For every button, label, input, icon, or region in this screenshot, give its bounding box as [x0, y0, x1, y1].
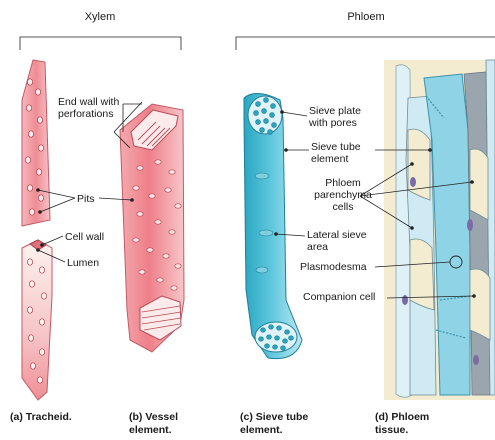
pit: [39, 349, 44, 355]
phloem-tissue: [384, 60, 495, 400]
sieve-pore: [283, 339, 288, 343]
sieve-pore: [262, 109, 267, 114]
vessel-element: [120, 104, 184, 352]
tracheid-lower: [22, 240, 52, 400]
pit: [25, 157, 30, 163]
sieve-pore: [289, 336, 294, 340]
sieve-pore: [277, 326, 282, 330]
label-end-wall-2: perforations: [58, 108, 113, 120]
label-sieve-plate-1: Sieve plate: [309, 105, 361, 117]
label-plasmodesma: Plasmodesma: [300, 261, 367, 273]
sieve-pore: [273, 345, 278, 349]
label-companion: Companion cell: [303, 291, 375, 303]
sieve-pore: [270, 113, 275, 118]
pit: [37, 117, 42, 123]
pit: [137, 212, 143, 216]
pit: [169, 230, 175, 234]
pit: [147, 248, 153, 252]
caption-c-1: (c) Sieve tube: [240, 411, 308, 423]
pit: [39, 319, 44, 325]
sieve-pore: [271, 104, 276, 109]
caption-c-2: element.: [240, 424, 283, 436]
pit: [169, 170, 175, 174]
pit: [163, 254, 169, 258]
label-end-wall-1: End wall with: [58, 96, 119, 108]
label-lateral-1: Lateral sieve: [307, 229, 367, 241]
pit: [36, 169, 41, 175]
caption-a: (a) Tracheid.: [10, 411, 72, 423]
pit: [157, 278, 163, 282]
sieve-pore: [285, 330, 290, 334]
pit: [35, 89, 40, 95]
tracheid-upper: [22, 60, 50, 226]
pit: [175, 204, 181, 208]
phloem-header: Phloem: [347, 11, 384, 23]
sieve-pore: [275, 336, 280, 340]
label-parenchyma-1: Phloem: [325, 177, 361, 189]
label-sieve-tube-2: element: [311, 153, 348, 165]
xylem-bracket: [20, 37, 181, 50]
pit: [28, 335, 33, 341]
pit: [133, 186, 139, 190]
pit: [27, 79, 32, 85]
pit: [155, 220, 161, 224]
sieve-pore: [264, 98, 269, 103]
label-cell-wall: Cell wall: [65, 231, 104, 243]
pit: [171, 286, 177, 290]
pit: [165, 188, 171, 192]
pit: [39, 267, 44, 273]
label-pits: Pits: [77, 193, 95, 205]
pit: [27, 185, 32, 191]
pit: [175, 264, 181, 268]
pit: [30, 363, 35, 369]
pit: [38, 195, 43, 201]
sieve-pore: [268, 130, 273, 135]
pit: [137, 166, 143, 170]
pit: [27, 259, 32, 265]
xylem-header: Xylem: [85, 11, 116, 23]
pit: [149, 194, 155, 198]
sieve-pore: [264, 119, 269, 124]
caption-d-2: tissue.: [375, 424, 408, 436]
label-lumen: Lumen: [67, 257, 99, 269]
sieve-pore: [256, 120, 261, 125]
sieve-tube-element: [244, 93, 302, 358]
label-parenchyma-2: parenchyma: [314, 189, 372, 201]
pit: [26, 105, 31, 111]
pit: [29, 281, 34, 287]
sieve-pore: [254, 111, 259, 116]
pit: [29, 209, 34, 215]
pit: [28, 131, 33, 137]
sieve-pore: [272, 123, 277, 128]
pit: [155, 160, 161, 164]
label-sieve-tube-1: Sieve tube: [311, 141, 361, 153]
sieve-pore: [260, 128, 265, 133]
label-parenchyma-3: cells: [332, 201, 353, 213]
sieve-pore: [281, 346, 286, 350]
label-lateral-2: area: [307, 241, 328, 253]
phloem-bracket: [236, 37, 495, 50]
sieve-pore: [261, 328, 266, 332]
pit: [41, 293, 46, 299]
caption-b-1: (b) Vessel: [129, 411, 178, 423]
sieve-pore: [259, 337, 264, 341]
caption-b-2: element.: [129, 424, 172, 436]
pit: [139, 270, 145, 274]
sieve-pore: [269, 325, 274, 329]
sieve-pore: [267, 335, 272, 339]
pit: [37, 377, 42, 383]
sieve-pore: [265, 344, 270, 348]
label-sieve-plate-2: with pores: [308, 117, 357, 129]
pit: [133, 238, 139, 242]
caption-d-1: (d) Phloem: [375, 411, 429, 423]
pit: [27, 307, 32, 313]
sieve-pore: [256, 102, 261, 107]
pit: [38, 145, 43, 151]
